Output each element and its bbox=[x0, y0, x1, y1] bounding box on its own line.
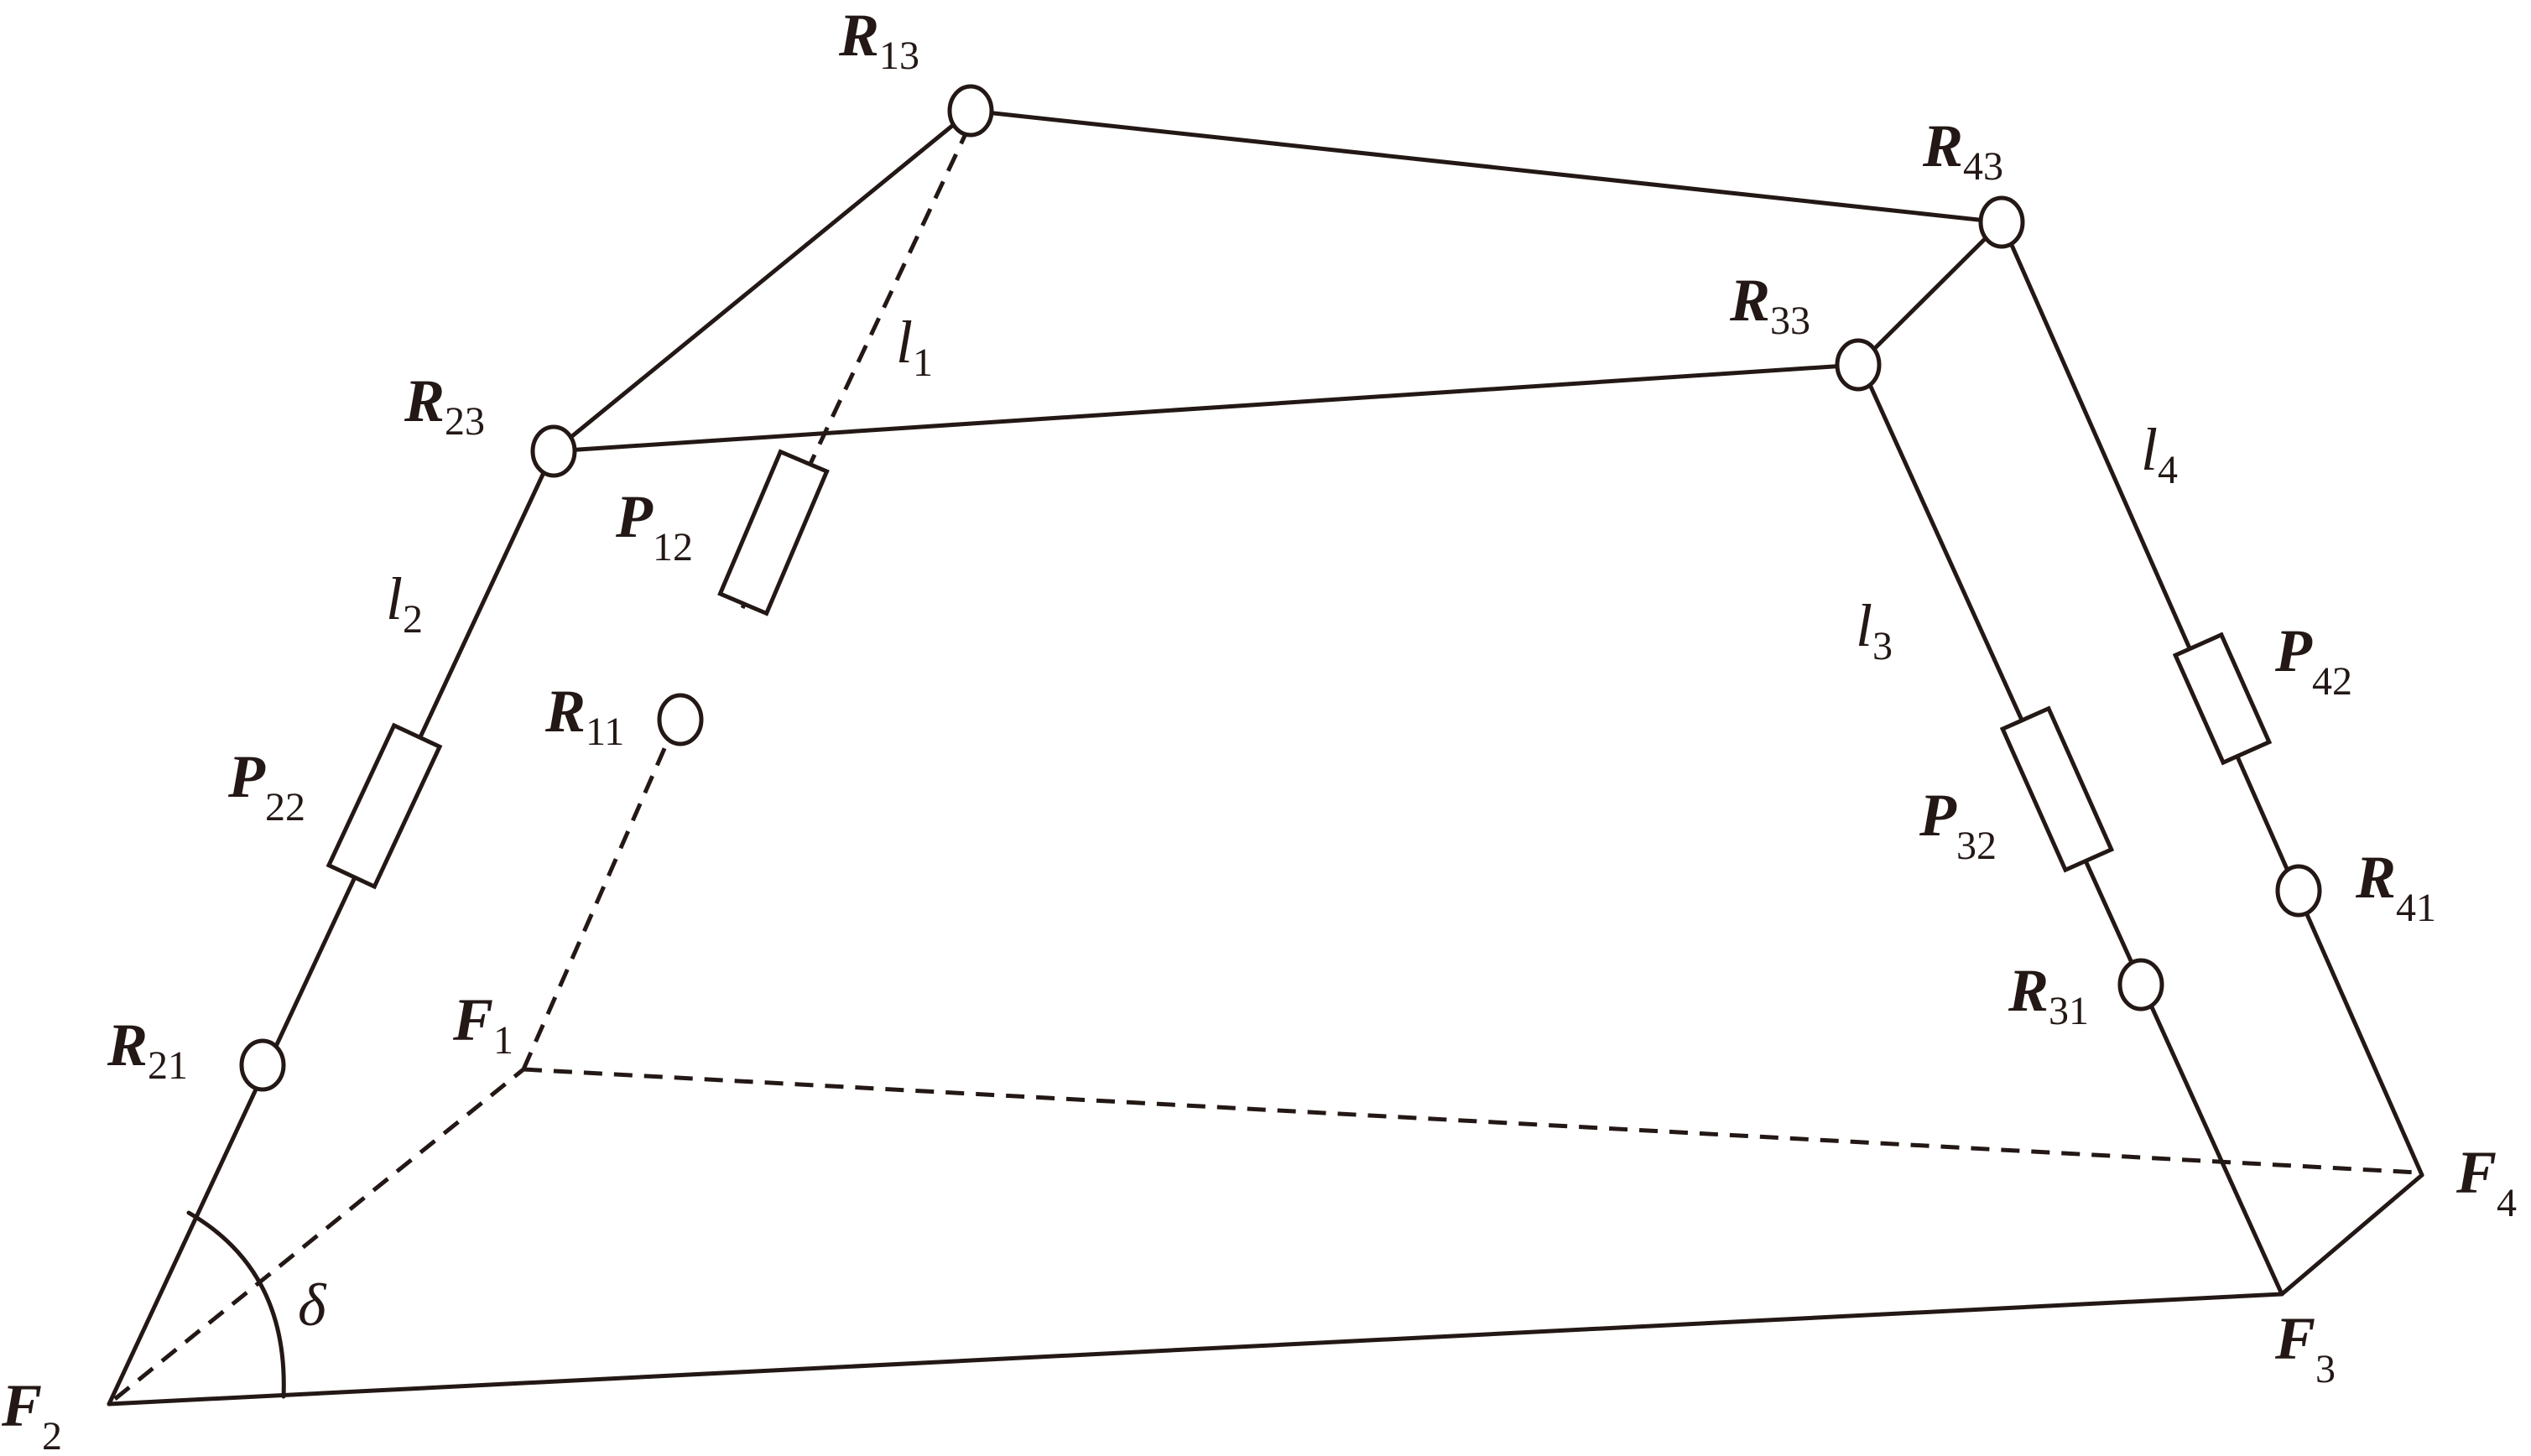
label-l2: l2 bbox=[386, 565, 423, 642]
label-r41: R41 bbox=[2355, 844, 2436, 930]
label-f4: F4 bbox=[2455, 1139, 2517, 1225]
base-edge-f3-f4 bbox=[2279, 1173, 2424, 1297]
joint-r31 bbox=[2117, 958, 2164, 1011]
solid-lines bbox=[107, 108, 2424, 1407]
label-r21: R21 bbox=[107, 1011, 188, 1088]
actuator-p32 bbox=[1999, 705, 2115, 873]
label-p32: P32 bbox=[1919, 782, 1997, 868]
leg-l2 bbox=[107, 449, 556, 1407]
label-r11: R11 bbox=[544, 678, 624, 754]
label-f2: F2 bbox=[1, 1372, 62, 1456]
base-edge-f2-f3 bbox=[107, 1292, 2284, 1407]
label-p22: P22 bbox=[227, 743, 305, 829]
joints bbox=[239, 84, 2322, 1092]
actuator-p42 bbox=[2172, 632, 2273, 766]
label-r33: R33 bbox=[1729, 267, 1810, 343]
label-p42: P42 bbox=[2274, 617, 2352, 704]
top-edge-r13-r43 bbox=[968, 108, 2004, 225]
label-r13: R13 bbox=[838, 2, 919, 78]
label-f3: F3 bbox=[2274, 1305, 2336, 1391]
label-r31: R31 bbox=[2008, 957, 2089, 1033]
actuator-p12 bbox=[717, 449, 830, 616]
hidden-lines bbox=[113, 122, 2419, 1401]
joint-r41 bbox=[2275, 864, 2322, 918]
actuator-p22 bbox=[325, 722, 443, 890]
top-edge-r33-r23 bbox=[551, 362, 1861, 454]
angle-arc-delta bbox=[186, 1210, 286, 1399]
label-p12: P12 bbox=[615, 483, 693, 569]
label-l3: l3 bbox=[1856, 592, 1893, 668]
base-edge-f1-f4 bbox=[523, 1067, 2419, 1175]
joint-r43 bbox=[1978, 195, 2025, 249]
joint-r13 bbox=[947, 84, 994, 138]
top-edge-r23-r13 bbox=[551, 108, 973, 454]
label-r23: R23 bbox=[404, 367, 485, 444]
label-l1: l1 bbox=[896, 309, 933, 385]
joint-r23 bbox=[530, 424, 577, 478]
label-f1: F1 bbox=[452, 986, 513, 1063]
label-r43: R43 bbox=[1922, 112, 2003, 189]
actuators bbox=[325, 449, 2273, 890]
joint-r21 bbox=[239, 1038, 286, 1092]
joint-r11 bbox=[657, 693, 704, 746]
label-l4: l4 bbox=[2141, 416, 2178, 492]
joint-r33 bbox=[1835, 338, 1882, 392]
top-edge-r43-r33 bbox=[1856, 220, 2004, 367]
leg-l1-lower-dashed bbox=[521, 722, 678, 1071]
label-delta: δ bbox=[298, 1271, 327, 1339]
base-edge-f2-f1 bbox=[113, 1068, 525, 1401]
